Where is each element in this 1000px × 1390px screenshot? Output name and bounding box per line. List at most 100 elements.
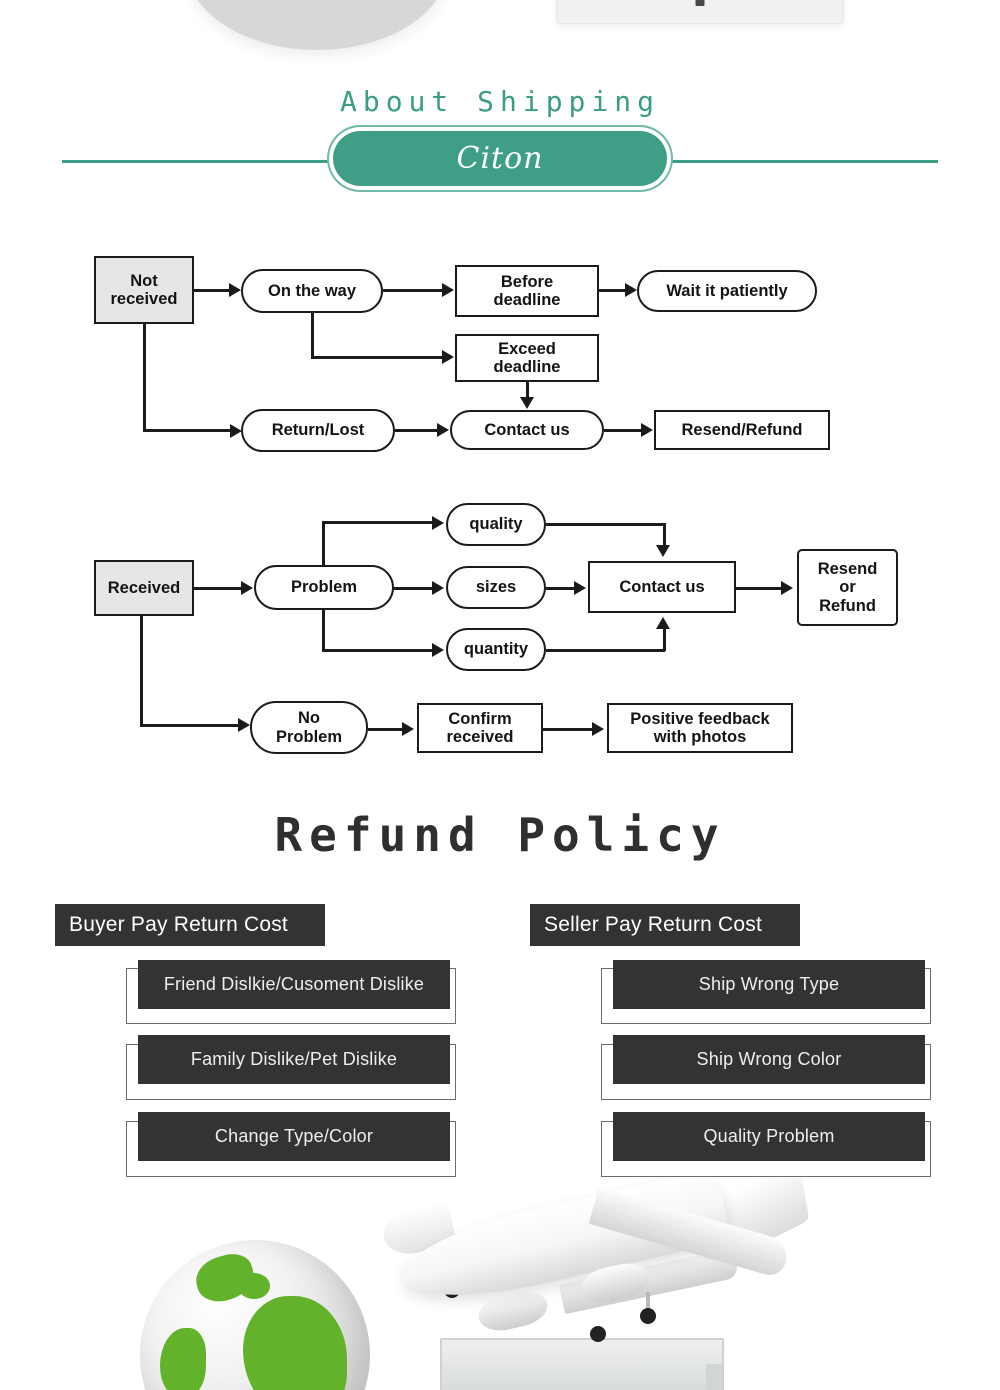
connector-line [663,523,666,545]
arrow-head [781,581,793,595]
connector-line [322,649,434,652]
connector-line [140,724,239,727]
connector-line [383,289,443,292]
connector-line [194,289,230,292]
partial-gray-card [556,0,844,24]
connector-line [143,324,146,431]
arrow-head [592,722,604,736]
node-contact-us-2[interactable]: Contact us [588,561,736,613]
brand-name: Citon [456,141,544,176]
partial-gray-circle [186,0,448,50]
connector-line [194,587,242,590]
brand-pill: Citon [333,131,667,186]
node-line-2: Problem [275,727,343,746]
node-line-1: Resend [817,559,878,578]
node-line-2: received [446,728,514,746]
node-not-received[interactable]: Not received [94,256,194,324]
connector-line [546,523,665,526]
arrow-head [402,722,414,736]
node-quality[interactable]: quality [446,503,546,546]
node-quantity[interactable]: quantity [446,628,546,671]
node-line-1: Before [500,272,554,291]
connector-line [140,616,143,726]
arrow-head [442,283,454,297]
node-positive-feedback[interactable]: Positive feedback with photos [607,703,793,753]
about-shipping-banner: About Shipping Citon [0,85,1000,195]
connector-line [526,382,529,399]
node-line-2: deadline [493,358,561,376]
connector-line [311,313,314,358]
connector-line [311,356,443,359]
node-line-2: received [110,290,178,308]
connector-line [322,608,325,652]
connector-line [599,289,626,292]
card-dot-icon [695,0,705,6]
connector-line [143,429,231,432]
node-no-problem[interactable]: No Problem [250,701,368,754]
policy-item-seller-1: Ship Wrong Type [613,960,925,1009]
node-return-lost[interactable]: Return/Lost [241,409,395,452]
globe-landmass [238,1273,270,1299]
node-confirm-received[interactable]: Confirm received [417,703,543,753]
node-line-2: deadline [493,291,561,309]
arrow-head [442,350,454,364]
arrow-head [432,581,444,595]
arrow-head [230,424,242,438]
globe-landmass [160,1328,206,1390]
node-line-1: No [298,709,320,728]
arrow-head [656,545,670,557]
policy-heading-buyer: Buyer Pay Return Cost [55,904,325,946]
policy-heading-seller: Seller Pay Return Cost [530,904,800,946]
airplane-landing-gear [640,1308,656,1324]
conveyor-graphic [440,1338,724,1390]
refund-policy-title: Refund Policy [274,808,726,862]
node-line-1: Confirm [448,709,512,728]
policy-item-seller-3: Quality Problem [613,1112,925,1161]
connector-line [546,649,665,652]
connector-line [546,587,575,590]
footer-airplane-globe-photo [0,1178,1000,1390]
node-before-deadline[interactable]: Before deadline [455,265,599,317]
connector-line [604,429,642,432]
node-resend-or-refund[interactable]: Resend or Refund [797,549,898,626]
globe-landmass [243,1296,347,1390]
arrow-head [432,516,444,530]
node-received[interactable]: Received [94,560,194,616]
arrow-head [437,423,449,437]
arrow-head [238,718,250,732]
connector-line [663,628,666,651]
node-line-1: Exceed [498,339,556,358]
policy-item-buyer-3: Change Type/Color [138,1112,450,1161]
connector-line [543,728,593,731]
policy-item-seller-2: Ship Wrong Color [613,1035,925,1084]
conveyor-leg [706,1364,722,1390]
connector-line [736,587,782,590]
arrow-head [241,581,253,595]
node-resend-refund[interactable]: Resend/Refund [654,410,830,450]
node-line-1: Positive feedback [630,709,770,728]
policy-item-buyer-1: Friend Dislkie/Cusoment Dislike [138,960,450,1009]
node-line-1: Not [130,271,158,290]
airplane-landing-gear [590,1326,606,1342]
node-line-3: Refund [819,596,876,615]
node-sizes[interactable]: sizes [446,566,546,609]
arrow-head [641,423,653,437]
arrow-head [625,283,637,297]
node-line-2: with photos [653,728,747,746]
arrow-head [229,283,241,297]
arrow-head [520,397,534,409]
connector-line [322,521,434,524]
airplane-engine [475,1286,551,1336]
arrow-head [656,617,670,629]
node-exceed-deadline[interactable]: Exceed deadline [455,334,599,382]
node-wait-it-patiently[interactable]: Wait it patiently [637,270,817,312]
node-problem[interactable]: Problem [254,565,394,610]
node-on-the-way[interactable]: On the way [241,269,383,313]
arrow-head [432,643,444,657]
connector-line [395,429,438,432]
policy-item-buyer-2: Family Dislike/Pet Dislike [138,1035,450,1084]
node-contact-us-1[interactable]: Contact us [450,410,604,450]
banner-subtitle: About Shipping [339,85,660,118]
airplane-gear-strut [646,1292,650,1312]
